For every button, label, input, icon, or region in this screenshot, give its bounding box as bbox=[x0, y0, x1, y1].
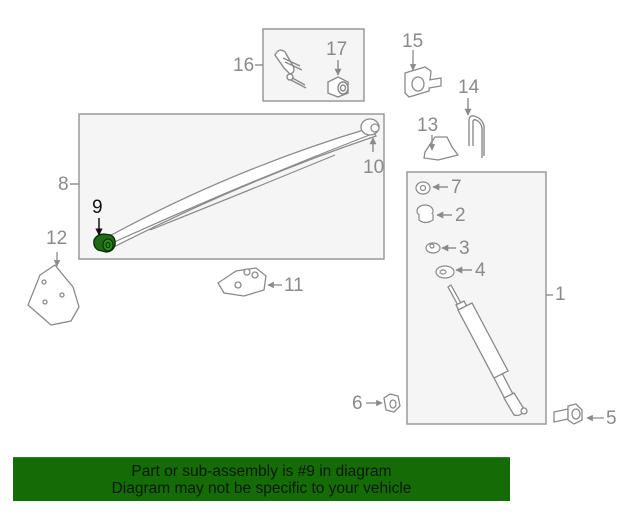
callout-14[interactable]: 14 bbox=[458, 77, 480, 98]
part-group-1-shock bbox=[406, 171, 553, 425]
callout-1[interactable]: 1 bbox=[555, 284, 566, 305]
part-5-bolt bbox=[553, 403, 604, 425]
part-group-8-leaf-spring bbox=[70, 113, 385, 260]
part-group-16-17 bbox=[255, 28, 365, 102]
part-11-plate bbox=[217, 267, 282, 297]
callout-11[interactable]: 11 bbox=[284, 275, 304, 296]
callout-5[interactable]: 5 bbox=[606, 408, 617, 429]
part-15-shackle bbox=[404, 50, 442, 98]
part-13-bump-stop bbox=[423, 135, 460, 161]
callout-17[interactable]: 17 bbox=[326, 39, 348, 60]
part-14-u-bolt bbox=[464, 98, 485, 158]
callout-6[interactable]: 6 bbox=[352, 393, 363, 414]
part-9-highlight[interactable] bbox=[93, 233, 116, 253]
part-6-nut bbox=[366, 393, 401, 413]
banner-disclaimer-text: Diagram may not be specific to your vehi… bbox=[111, 479, 412, 497]
callout-13[interactable]: 13 bbox=[417, 115, 439, 136]
info-banner: Part or sub-assembly is #9 in diagram Di… bbox=[13, 457, 510, 501]
callout-8[interactable]: 8 bbox=[58, 174, 69, 195]
banner-part-text: Part or sub-assembly is #9 in diagram bbox=[131, 462, 392, 480]
callout-16[interactable]: 16 bbox=[233, 55, 255, 76]
callout-9[interactable]: 9 bbox=[92, 197, 103, 218]
callout-3[interactable]: 3 bbox=[459, 238, 470, 259]
callout-2[interactable]: 2 bbox=[455, 205, 466, 226]
callout-15[interactable]: 15 bbox=[402, 31, 424, 52]
callout-7[interactable]: 7 bbox=[451, 177, 462, 198]
callout-10[interactable]: 10 bbox=[363, 157, 385, 178]
callout-12[interactable]: 12 bbox=[46, 228, 68, 249]
part-12-bracket bbox=[27, 252, 80, 326]
callout-4[interactable]: 4 bbox=[475, 260, 486, 281]
